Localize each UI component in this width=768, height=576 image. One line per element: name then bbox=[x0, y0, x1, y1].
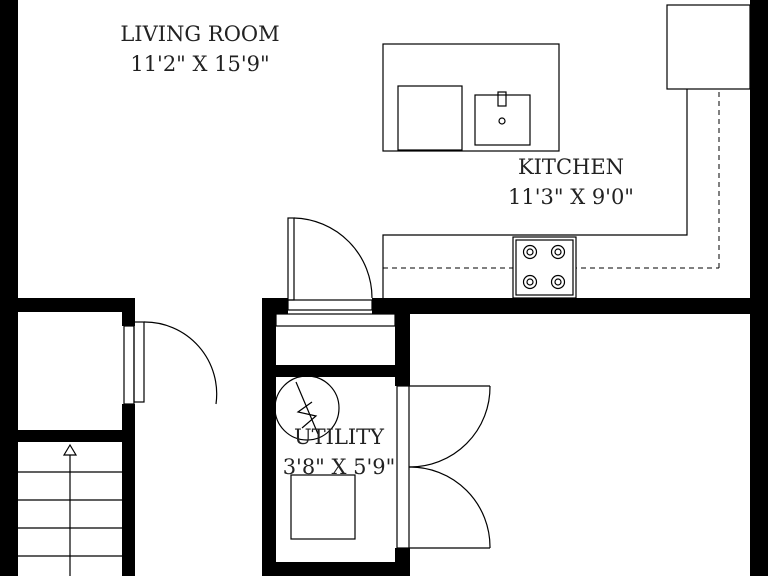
stair-top-wall bbox=[0, 430, 135, 442]
closet-right-wall-lower bbox=[122, 404, 135, 576]
stair-left-wall bbox=[0, 430, 18, 576]
left-exterior-wall-upper bbox=[0, 0, 18, 300]
closet-door-leaf bbox=[133, 321, 145, 403]
utility-door-swing bbox=[293, 217, 373, 299]
utility-right-wall-upper bbox=[395, 298, 410, 386]
utility-mid-wall bbox=[262, 365, 410, 377]
kitchen-size: 11'3" X 9'0" bbox=[508, 185, 634, 209]
utility-door-leaf bbox=[287, 217, 295, 301]
utility-left-wall bbox=[262, 298, 276, 576]
utility-door-frame bbox=[287, 299, 373, 311]
utility-double-door-upper-swing bbox=[408, 385, 491, 468]
utility-double-door-lower-swing bbox=[408, 466, 491, 549]
utility-washer bbox=[290, 474, 356, 540]
closet-door-swing bbox=[143, 321, 218, 405]
living-room-size: 11'2" X 15'9" bbox=[130, 52, 269, 76]
sink-basin-icon bbox=[474, 91, 531, 146]
four-burner-stove-icon bbox=[512, 236, 577, 299]
kitchen-name: KITCHEN bbox=[518, 155, 624, 179]
island-cabinet bbox=[397, 85, 463, 151]
right-exterior-wall bbox=[750, 0, 768, 576]
utility-bottom-wall bbox=[262, 562, 410, 576]
closet-right-wall-upper bbox=[122, 298, 135, 326]
closet-top-wall bbox=[0, 298, 135, 312]
utility-name: UTILITY bbox=[294, 425, 385, 449]
utility-shelf bbox=[275, 313, 396, 327]
living-room-name: LIVING ROOM bbox=[120, 22, 279, 46]
kitchen-counter-outline bbox=[382, 89, 688, 298]
lightning-bolt-circle-icon bbox=[274, 375, 340, 441]
stairs bbox=[18, 455, 122, 576]
closet-door-frame bbox=[123, 325, 135, 405]
utility-double-door-frame bbox=[396, 385, 410, 549]
kitchen-bottom-wall-left bbox=[262, 298, 288, 314]
kitchen-bottom-wall-right bbox=[372, 298, 768, 314]
refrigerator bbox=[666, 4, 751, 90]
up-arrow-icon bbox=[62, 443, 78, 456]
utility-size: 3'8" X 5'9" bbox=[283, 455, 396, 479]
kitchen-island bbox=[382, 43, 560, 152]
